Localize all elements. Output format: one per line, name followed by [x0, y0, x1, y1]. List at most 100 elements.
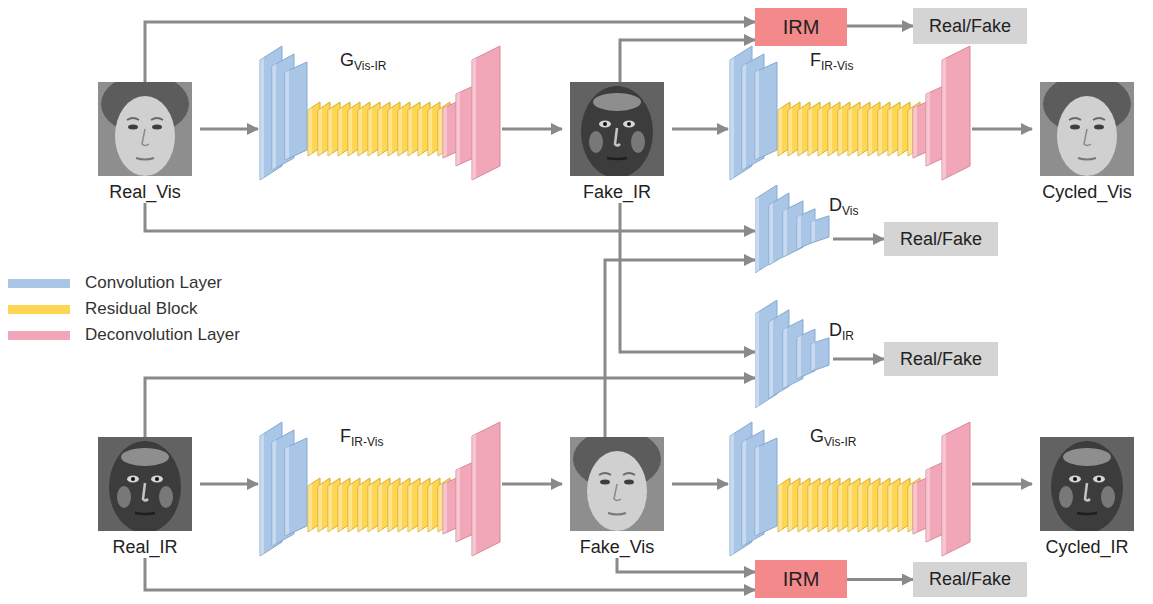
cheek-glow — [159, 486, 173, 508]
network-letter: F — [810, 50, 821, 70]
residual-block-edge — [318, 484, 322, 533]
residual-block-edge — [328, 108, 332, 157]
arrow-connector — [502, 483, 562, 486]
network-letter: G — [810, 426, 824, 446]
residual-block-edge — [378, 484, 382, 533]
network-subscript: IR-Vis — [351, 435, 383, 449]
arrow-connector — [833, 358, 884, 361]
irm-module-box: IRM — [755, 560, 847, 598]
network-name: GVis-IR — [810, 426, 856, 447]
discriminator-network: DVis — [755, 185, 833, 273]
residual-block-edge — [888, 108, 892, 157]
network-name: FIR-Vis — [340, 426, 383, 447]
image-caption: Fake_Vis — [580, 537, 655, 558]
arrow-connector — [502, 128, 562, 131]
output-label-box: Real/Fake — [884, 342, 998, 376]
eye — [599, 121, 611, 128]
conv-layer-edge — [730, 58, 734, 181]
face-image: Real_Vis — [90, 82, 200, 203]
eye — [152, 125, 162, 130]
eye — [127, 476, 139, 483]
network-layers — [755, 185, 833, 273]
conv-layer-edge — [755, 446, 759, 537]
image-caption: Cycled_Vis — [1042, 182, 1132, 203]
legend-text: Deconvolution Layer — [85, 325, 240, 345]
legend-swatch — [8, 279, 70, 288]
pupil — [1097, 477, 1101, 481]
cheek-glow — [117, 486, 131, 508]
conv-layer-edge — [260, 434, 264, 557]
cheek-glow — [631, 131, 645, 153]
pupil — [155, 477, 159, 481]
face-skin — [1051, 441, 1123, 531]
residual-block-edge — [868, 484, 872, 533]
conv-layer-edge — [260, 58, 264, 181]
pupil — [1073, 477, 1077, 481]
conv-layer-edge — [272, 440, 276, 547]
deconv-layer-edge — [472, 58, 476, 181]
deconv-layer-edge — [942, 434, 946, 557]
residual-block-edge — [318, 108, 322, 157]
arrow-connector — [833, 238, 884, 241]
legend-swatch — [8, 305, 70, 314]
arrow-connector — [672, 128, 728, 131]
network-subscript: Vis-IR — [824, 435, 856, 449]
face-picture — [1040, 437, 1134, 531]
box-label: Real/Fake — [929, 569, 1011, 590]
residual-block-edge — [428, 108, 432, 157]
residual-block-edge — [798, 108, 802, 157]
arrow-connector — [200, 483, 258, 486]
conv-layer — [811, 216, 829, 243]
forehead-glow — [121, 448, 169, 466]
deconv-layer-edge — [443, 482, 447, 535]
network-letter: D — [829, 320, 842, 340]
conv-layer-edge — [285, 70, 289, 161]
residual-block-edge — [368, 484, 372, 533]
arrow-connector — [847, 578, 913, 581]
mouth — [135, 513, 155, 514]
residual-block-edge — [378, 108, 382, 157]
arrow-connector — [145, 22, 755, 82]
eye — [128, 125, 138, 130]
conv-layer-edge — [755, 197, 759, 274]
nose — [1085, 483, 1090, 501]
conv-layer — [797, 329, 815, 379]
residual-block-edge — [838, 484, 842, 533]
eye — [600, 480, 610, 485]
deconv-layer-edge — [456, 468, 460, 543]
face-picture — [98, 82, 192, 176]
nose — [1084, 129, 1091, 146]
residual-block-edge — [898, 484, 902, 533]
legend-swatch — [8, 331, 70, 340]
conv-layer-edge — [783, 327, 787, 389]
conv-layer — [783, 319, 803, 388]
residual-block-edge — [778, 108, 782, 157]
residual-block-edge — [388, 484, 392, 533]
residual-block-edge — [808, 108, 812, 157]
deconv-layer-edge — [456, 92, 460, 167]
face-skin — [109, 441, 181, 531]
residual-block-edge — [848, 108, 852, 157]
network-subscript: Vis-IR — [354, 59, 386, 73]
network-letter: D — [829, 195, 842, 215]
residual-block-edge — [868, 108, 872, 157]
network-name: GVis-IR — [340, 50, 386, 71]
network-name: FIR-Vis — [810, 50, 853, 71]
legend-text: Residual Block — [85, 299, 197, 319]
eye — [624, 480, 634, 485]
face-picture — [570, 437, 664, 531]
conv-layer — [783, 201, 803, 257]
nose — [615, 128, 620, 146]
residual-block-edge — [818, 484, 822, 533]
conv-layer-edge — [742, 440, 746, 547]
residual-block-edge — [788, 484, 792, 533]
residual-block-edge — [828, 484, 832, 533]
conv-layer-edge — [769, 319, 773, 398]
deconv-layer-edge — [472, 434, 476, 557]
network-letter: G — [340, 50, 354, 70]
conv-layer — [811, 338, 829, 371]
legend-entry: Residual Block — [8, 299, 278, 319]
mouth — [608, 513, 626, 515]
network-layers — [755, 300, 833, 408]
